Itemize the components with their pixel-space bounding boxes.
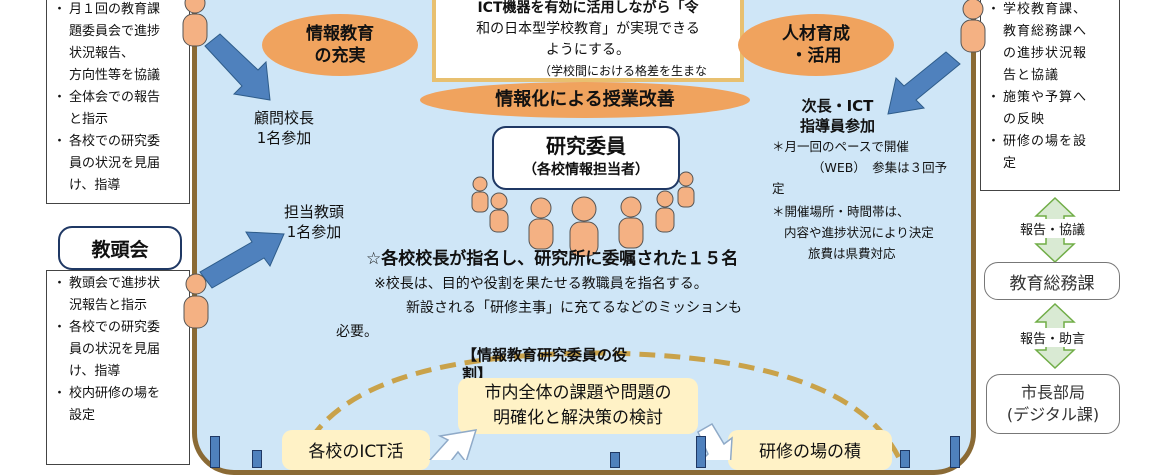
arrow-to-komon bbox=[204, 33, 271, 101]
komon-label: 顧問校長 1名参加 bbox=[254, 109, 315, 147]
flow-arrow-down bbox=[697, 422, 733, 460]
person-icon-researcher bbox=[677, 171, 695, 208]
oval-class-improvement: 情報化による授業改善 bbox=[420, 82, 750, 118]
post bbox=[950, 436, 960, 468]
person-icon-researcher bbox=[655, 190, 675, 233]
arrows-layer bbox=[199, 33, 961, 289]
meeting-notes: ＊月一回のペースで開催 （WEB） 参集は３回予 定 ＊開催場所・時間帯は、 内… bbox=[772, 139, 948, 261]
post bbox=[900, 450, 910, 468]
post bbox=[210, 436, 220, 468]
goal-line: ようにする。 bbox=[545, 42, 631, 58]
shichou-box: 市長部局 (デジタル課) bbox=[986, 374, 1120, 434]
flow-arrow-up bbox=[428, 429, 478, 460]
yellow-box-center: 市内全体の課題や問題の 明確化と解決策の検討 bbox=[458, 378, 698, 434]
role-arc bbox=[297, 350, 903, 460]
note-necessary: 必要。 bbox=[336, 324, 378, 340]
person-icon-left-top bbox=[182, 0, 208, 47]
research-committee-box: 研究委員 （各校情報担当者） bbox=[492, 126, 680, 190]
goal-line: 和の日本型学校教育」が実現できる bbox=[476, 21, 700, 37]
post bbox=[252, 450, 262, 468]
research-subtitle: （各校情報担当者） bbox=[523, 162, 649, 178]
post bbox=[696, 436, 706, 468]
flow-arrows bbox=[428, 422, 733, 460]
person-icon-researcher bbox=[569, 196, 599, 257]
person-icon-researcher bbox=[618, 196, 644, 249]
report-discuss-label: 報告・協議 bbox=[1018, 219, 1088, 238]
oval-info-education: 情報教育 の充実 bbox=[262, 14, 418, 76]
goal-line: （学校間における格差を生まな bbox=[538, 64, 707, 78]
report-advice-label: 報告・助言 bbox=[1018, 328, 1088, 347]
goal-box: ICT機器を有効に活用しながら「令 和の日本型学校教育」が実現できる ようにする… bbox=[432, 0, 744, 82]
soumu-box: 教育総務課 bbox=[984, 262, 1120, 300]
kyoutoukai-title: 教頭会 bbox=[58, 226, 182, 270]
goal-line: ICT機器を有効に活用しながら「令 bbox=[477, 0, 699, 16]
arrow-to-jichou bbox=[887, 51, 961, 115]
tantou-label: 担当教頭 1名参加 bbox=[284, 203, 345, 241]
note-principal: ※校長は、目的や役割を果たせる教職員を指名する。 bbox=[374, 276, 708, 292]
person-icon-left-mid bbox=[183, 273, 209, 329]
people-layer bbox=[182, 0, 986, 329]
person-icon-researcher bbox=[528, 197, 554, 250]
person-icon-researcher bbox=[489, 192, 509, 233]
note-mission: 新設される「研修主事」に充てるなどのミッションも bbox=[406, 300, 742, 316]
arrow-from-tantou bbox=[199, 231, 285, 289]
person-icon-right-top bbox=[960, 0, 986, 53]
research-title: 研究委員 bbox=[546, 134, 626, 158]
person-icon-researcher bbox=[471, 176, 489, 213]
post bbox=[610, 452, 620, 468]
headline: ☆各校校長が指名し、研究所に委嘱された１５名 bbox=[366, 249, 739, 269]
jichou-label: 次長・ICT 指導員参加 bbox=[800, 97, 876, 135]
oval-human-resources: 人材育成 ・活用 bbox=[738, 14, 894, 76]
